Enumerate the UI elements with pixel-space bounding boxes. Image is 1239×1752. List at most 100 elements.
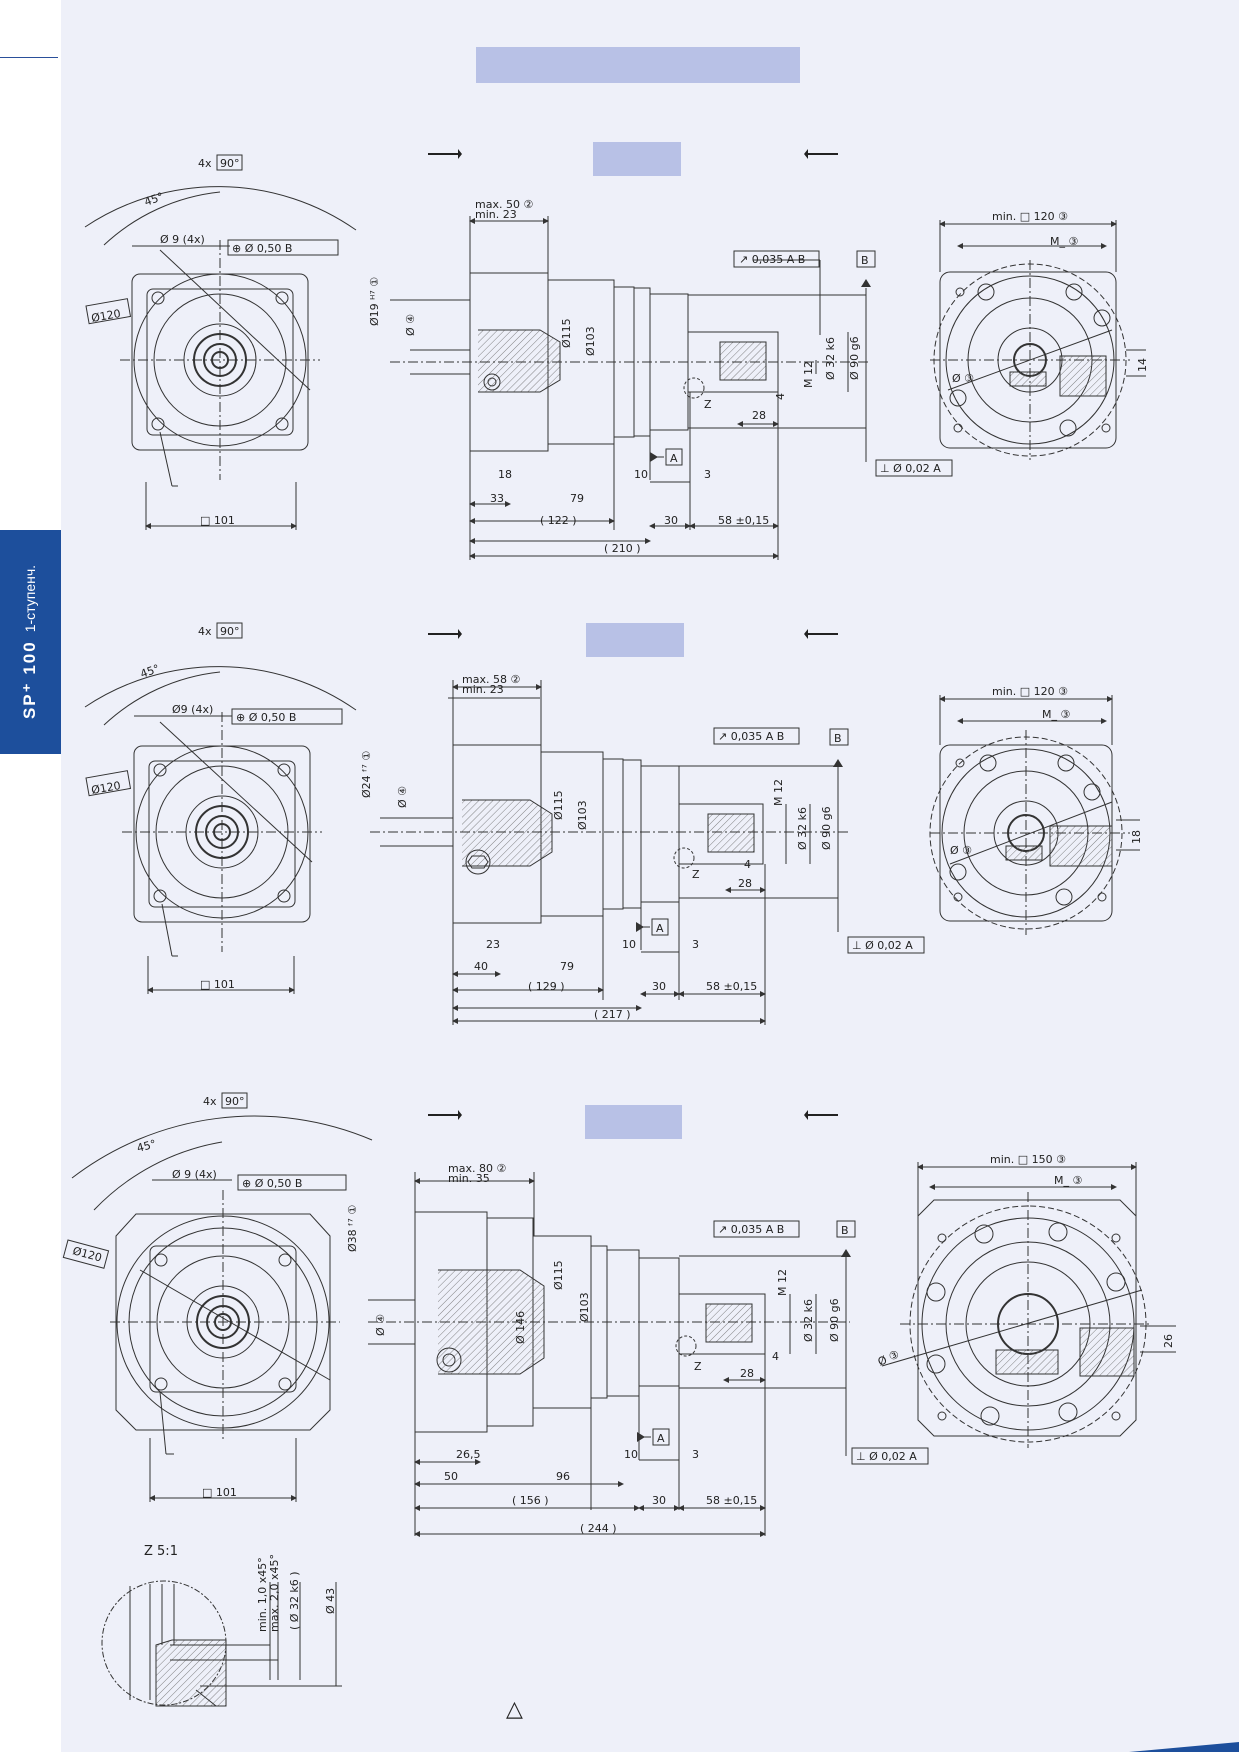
- detail-shaft: ( Ø 32 k6 ): [288, 1571, 301, 1630]
- side-tab: SP⁺ 1001-ступенч.: [0, 530, 61, 754]
- rear-view: min. □ 120 ③ M_ ③ Ø ③ 18: [929, 685, 1143, 935]
- chamfer-min: min. 1,0 x45°: [256, 1557, 269, 1632]
- dia-103: Ø103: [576, 800, 589, 830]
- clamp-min: min. 23: [462, 683, 504, 696]
- dim-30: 30: [652, 1494, 666, 1507]
- dim-58: 58 ±0,15: [706, 980, 757, 993]
- dim-28: 28: [738, 877, 752, 890]
- shaft-fit: Ø 32 k6: [796, 807, 809, 850]
- front-view: 4x 90° 45° Ø9 (4x) ⊕ Ø 0,50 B Ø120 □ 101: [84, 622, 357, 994]
- dim-58: 58 ±0,15: [706, 1494, 757, 1507]
- min-square: min. □ 120 ③: [992, 210, 1068, 223]
- key-width: 18: [1130, 830, 1143, 844]
- dim-3: 3: [692, 1448, 699, 1461]
- rear-view: min. □ 150 ③ M_ ③ Ø ③ 26: [876, 1153, 1176, 1448]
- datum-a: A: [657, 1432, 665, 1445]
- front-view: 4x 90° 45° Ø 9 (4x) ⊕ Ø 0,50 B Ø120 □ 10…: [84, 154, 357, 530]
- hole-spec: Ø9 (4x): [172, 703, 213, 716]
- dim-4: 4: [744, 858, 751, 871]
- runout-tolerance: ↗ 0,035 A B: [718, 730, 784, 743]
- dim-210: ( 210 ): [604, 542, 641, 555]
- shaft-diameter: Ø19 ᴴ⁷ ①: [368, 277, 381, 326]
- angle-value: 90°: [220, 625, 240, 638]
- clamp-max: max. 80 ②: [448, 1162, 506, 1175]
- dia-115: Ø115: [552, 790, 565, 820]
- min-square: min. □ 120 ③: [992, 685, 1068, 698]
- pcd-label: Ø120: [90, 307, 121, 325]
- position-tolerance: ⊕ Ø 0,50 B: [232, 242, 292, 255]
- dim-129: ( 129 ): [528, 980, 565, 993]
- detail-outer: Ø 43: [324, 1588, 337, 1614]
- angle-45: 45°: [139, 662, 162, 681]
- dim-26-5: 26,5: [456, 1448, 481, 1461]
- right-pointer-icon: [804, 149, 838, 159]
- section-2: 4x 90° 45° Ø9 (4x) ⊕ Ø 0,50 B Ø120 □ 101: [84, 622, 1143, 1025]
- dim-18: 18: [498, 468, 512, 481]
- triangle-symbol-icon: △: [506, 1697, 523, 1722]
- bore-spec: Ø ④: [404, 314, 417, 336]
- square-size: □ 101: [202, 1486, 237, 1499]
- section-1: 4x 90° 45° Ø 9 (4x) ⊕ Ø 0,50 B Ø120 □ 10…: [84, 149, 1149, 560]
- datum-b: B: [841, 1224, 849, 1237]
- dim-3: 3: [692, 938, 699, 951]
- shaft-fit: Ø 32 k6: [802, 1299, 815, 1342]
- angle-count: 4x: [203, 1095, 217, 1108]
- dia-115: Ø115: [560, 318, 573, 348]
- square-size: □ 101: [200, 978, 235, 991]
- dim-4: 4: [772, 1350, 779, 1363]
- position-tolerance: ⊕ Ø 0,50 B: [242, 1177, 302, 1190]
- angle-count: 4x: [198, 625, 212, 638]
- runout-tolerance: ↗ 0,035 A B: [718, 1223, 784, 1236]
- dim-10: 10: [622, 938, 636, 951]
- dim-33: 33: [490, 492, 504, 505]
- datum-a: A: [656, 922, 664, 935]
- corner-accent: [1129, 1742, 1239, 1752]
- section-3: 4x 90° 45° Ø 9 (4x) ⊕ Ø 0,50 B Ø120 □ 10…: [62, 1092, 1176, 1537]
- dim-217: ( 217 ): [594, 1008, 631, 1021]
- datum-b: B: [834, 732, 842, 745]
- dim-50: 50: [444, 1470, 458, 1483]
- dim-244: ( 244 ): [580, 1522, 617, 1535]
- angle-45: 45°: [135, 1137, 157, 1155]
- clamp-max: max. 58 ②: [462, 673, 520, 686]
- shaft-fit: Ø 32 k6: [824, 337, 837, 380]
- z-label: Z: [704, 398, 712, 411]
- perpendicularity: ⊥ Ø 0,02 A: [880, 462, 941, 475]
- side-view: max. 80 ② min. 35 Ø38 ᶠ⁷ ① Ø ④ Ø 146 Ø11…: [346, 1162, 929, 1537]
- rear-dia: Ø ③: [950, 844, 972, 857]
- dim-96: 96: [556, 1470, 570, 1483]
- shaft-diameter: Ø38 ᶠ⁷ ①: [346, 1205, 359, 1252]
- metric-thread: M_ ③: [1054, 1174, 1082, 1187]
- runout-tolerance: ↗ 0,035 A B: [739, 253, 805, 266]
- dim-10: 10: [624, 1448, 638, 1461]
- dim-23: 23: [486, 938, 500, 951]
- shaft-diameter: Ø24 ᶠ⁷ ①: [360, 751, 373, 798]
- pilot-fit: Ø 90 g6: [828, 1298, 841, 1342]
- dim-79: 79: [570, 492, 584, 505]
- angle-45: 45°: [143, 190, 166, 209]
- dim-58: 58 ±0,15: [718, 514, 769, 527]
- dim-122: ( 122 ): [540, 514, 577, 527]
- dim-30: 30: [652, 980, 666, 993]
- left-pointer-icon: [428, 1110, 462, 1120]
- datum-a: A: [670, 452, 678, 465]
- side-view: max. 58 ② min. 23 Ø24 ᶠ⁷ ① Ø ④ Ø115 Ø103…: [360, 673, 925, 1025]
- header-bar: [476, 47, 800, 83]
- detail-title: Z 5:1: [144, 1544, 178, 1559]
- hole-spec: Ø 9 (4x): [160, 233, 205, 246]
- angle-value: 90°: [225, 1095, 245, 1108]
- clamp-max: max. 50 ②: [475, 198, 533, 211]
- dia-103: Ø103: [584, 326, 597, 356]
- rear-dia: Ø ③: [952, 372, 974, 385]
- dim-10: 10: [634, 468, 648, 481]
- section-1-label: [593, 142, 681, 176]
- right-pointer-icon: [804, 629, 838, 639]
- front-view: 4x 90° 45° Ø 9 (4x) ⊕ Ø 0,50 B Ø120 □ 10…: [62, 1092, 373, 1502]
- thread-m12: M 12: [776, 1269, 789, 1296]
- bore-spec: Ø ④: [396, 786, 409, 808]
- margin-rule: [0, 57, 58, 58]
- dim-28: 28: [740, 1367, 754, 1380]
- square-size: □ 101: [200, 514, 235, 527]
- dia-146: Ø 146: [514, 1311, 527, 1344]
